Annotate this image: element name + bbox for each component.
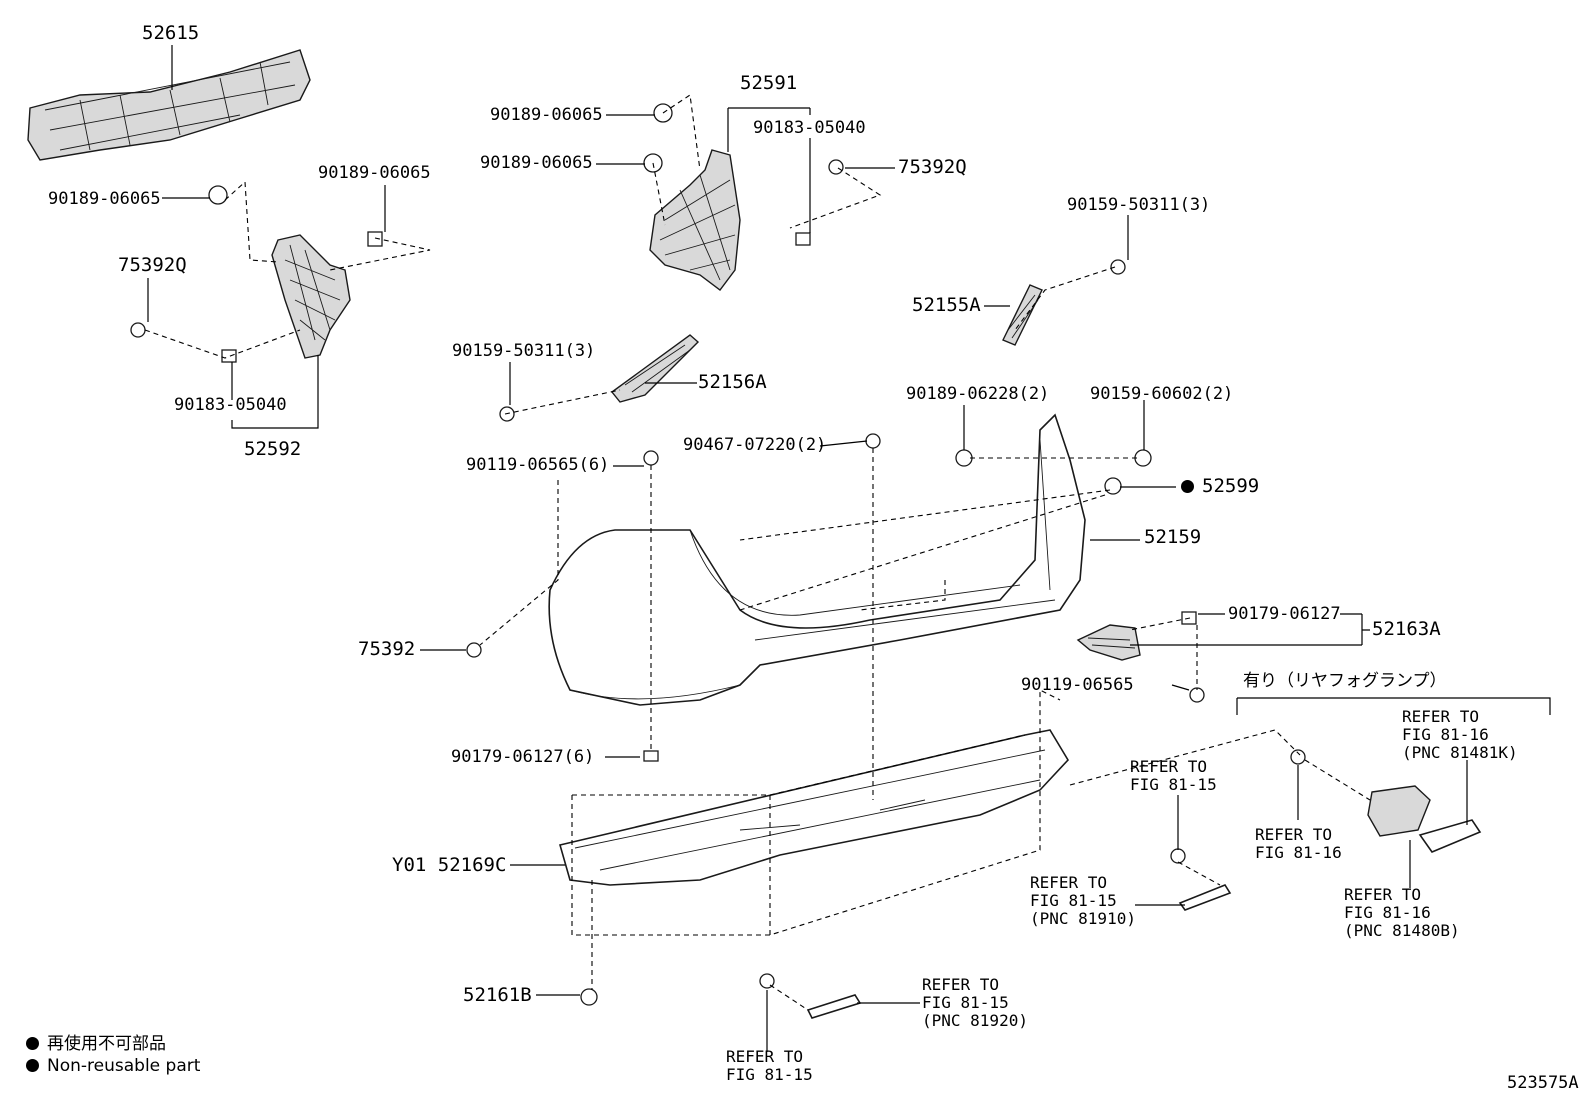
legend-dot-icon — [26, 1037, 39, 1050]
non-reusable-dot-icon — [1181, 480, 1194, 493]
label-90183-05040-top: 90183-05040 — [753, 118, 866, 138]
legend-dot-icon — [26, 1059, 39, 1072]
label-90119-06565-6: 90119-06565(6) — [466, 455, 610, 475]
label-75392Q-right: 75392Q — [898, 156, 967, 178]
refer-fig-81-15-bottom: REFER TO FIG 81-15 — [726, 1047, 813, 1084]
label-90189-06065-top2: 90189-06065 — [480, 153, 593, 173]
label-52163A: 52163A — [1372, 618, 1441, 640]
fog-lamp-assembly — [1367, 785, 1482, 853]
retainer-52156A — [610, 334, 700, 403]
reinforcement-52615 — [27, 49, 311, 161]
refer-fig-81-15-pnc-81920: REFER TO FIG 81-15 (PNC 81920) — [922, 975, 1028, 1030]
label-52599: 52599 — [1181, 475, 1260, 497]
label-75392: 75392 — [358, 638, 416, 660]
label-90183-05040-left: 90183-05040 — [174, 395, 287, 415]
label-90159-60602: 90159-60602(2) — [1090, 384, 1234, 404]
label-90189-06065-left: 90189-06065 — [48, 189, 161, 209]
assembly-dashed-lines — [144, 94, 1371, 1011]
refer-fig-81-16: REFER TO FIG 81-16 — [1255, 825, 1342, 862]
fog-lamp-heading: 有り（リヤフォグランプ） — [1243, 671, 1447, 691]
refer-fig-81-15-top: REFER TO FIG 81-15 — [1130, 757, 1217, 794]
bumper-cover-52159 — [548, 413, 1086, 706]
legend-jp: 再使用不可部品 — [26, 1029, 166, 1054]
label-52159: 52159 — [1144, 526, 1202, 548]
legend-en-text: Non-reusable part — [47, 1056, 201, 1076]
label-52161B: 52161B — [463, 984, 532, 1006]
label-90179-06127-6: 90179-06127(6) — [451, 747, 595, 767]
refer-fig-81-15-pnc-81910: REFER TO FIG 81-15 (PNC 81910) — [1030, 873, 1136, 928]
bracket-52592 — [271, 234, 351, 359]
label-52169C: Y01 52169C — [392, 854, 507, 876]
label-75392Q-left: 75392Q — [118, 254, 187, 276]
label-90189-06065-mid: 90189-06065 — [318, 163, 431, 183]
label-90119-06565: 90119-06565 — [1021, 675, 1134, 695]
legend-en: Non-reusable part — [26, 1056, 200, 1076]
label-90159-50311-right: 90159-50311(3) — [1067, 195, 1211, 215]
label-52615: 52615 — [142, 22, 200, 44]
bracket-52591 — [649, 149, 741, 291]
label-90179-06127-right: 90179-06127 — [1228, 604, 1341, 624]
label-90159-50311-left: 90159-50311(3) — [452, 341, 596, 361]
label-52155A: 52155A — [912, 294, 981, 316]
refer-fig-81-16-pnc-81481K: REFER TO FIG 81-16 (PNC 81481K) — [1402, 707, 1518, 762]
label-52156A: 52156A — [698, 371, 767, 393]
reflector-81920 — [806, 994, 862, 1019]
label-90189-06228: 90189-06228(2) — [906, 384, 1050, 404]
bracket-52163A — [1076, 624, 1141, 661]
retainer-52155A — [1002, 284, 1043, 346]
label-90189-06065-top1: 90189-06065 — [490, 105, 603, 125]
label-52591: 52591 — [740, 72, 798, 94]
legend-jp-text: 再使用不可部品 — [47, 1034, 166, 1054]
reflector-81910 — [1178, 884, 1232, 911]
lower-bumper-52169C — [559, 729, 1069, 886]
refer-fig-81-16-pnc-81480B: REFER TO FIG 81-16 (PNC 81480B) — [1344, 885, 1460, 940]
label-52592: 52592 — [244, 438, 302, 460]
document-code: 523575A — [1507, 1073, 1579, 1093]
label-52599-text: 52599 — [1202, 475, 1260, 497]
label-90467-07220: 90467-07220(2) — [683, 435, 827, 455]
leader-lines — [147, 45, 1551, 1052]
